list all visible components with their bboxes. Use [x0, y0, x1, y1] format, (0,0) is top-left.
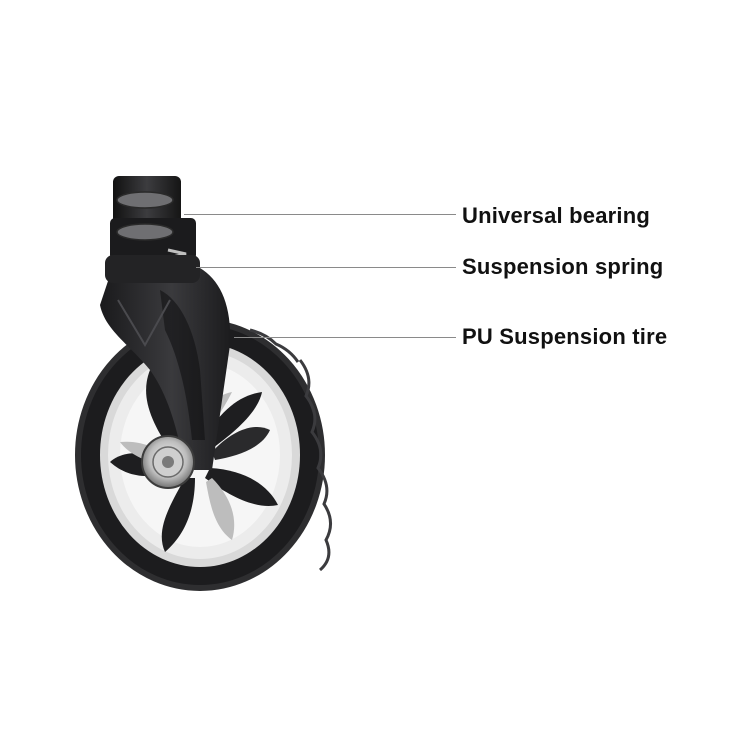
leader-line-tire	[234, 337, 456, 338]
front-fork	[100, 268, 231, 470]
wheel-hub	[141, 435, 195, 489]
callout-suspension-spring: Suspension spring	[462, 254, 664, 279]
leader-line-bearing	[184, 214, 456, 215]
steering-stem	[105, 176, 200, 283]
callout-pu-suspension-tire: PU Suspension tire	[462, 324, 668, 349]
leader-line-spring	[196, 267, 456, 268]
callout-universal-bearing: Universal bearing	[462, 203, 651, 228]
